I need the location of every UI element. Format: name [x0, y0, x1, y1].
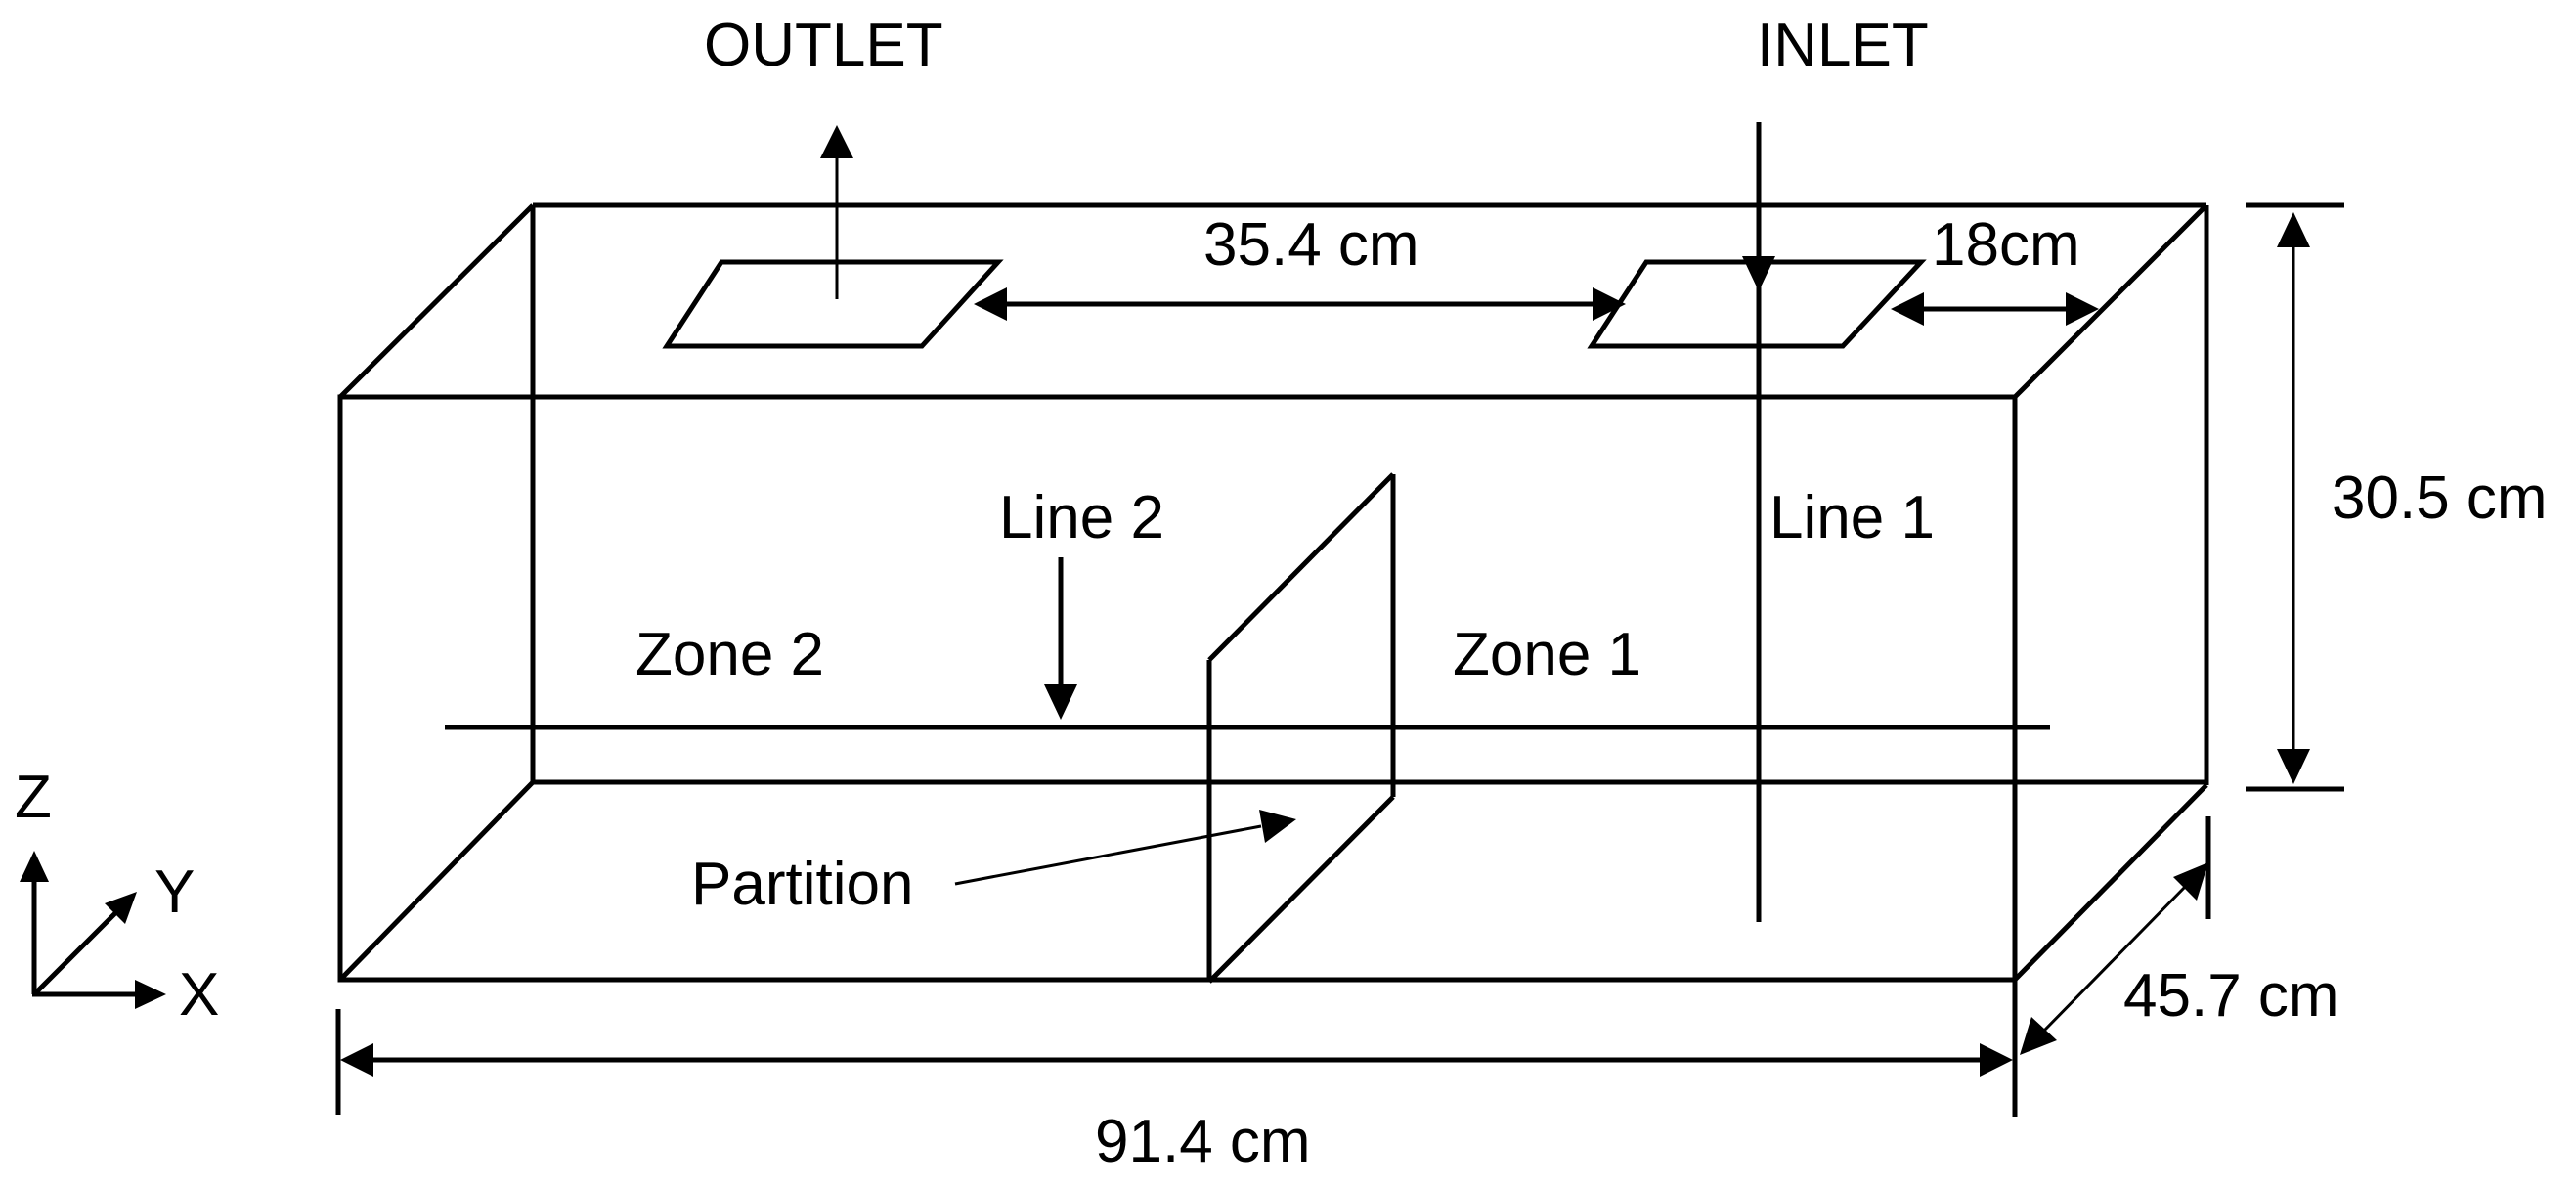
- tank-box: [337, 202, 2209, 983]
- partition: [1206, 472, 1396, 984]
- dimension-inlet-wall-label: 18cm: [1932, 211, 2080, 279]
- axis-z-label: Z: [15, 764, 52, 831]
- tank-edge-top-right: [2013, 203, 2208, 399]
- inlet-label: INLET: [1757, 12, 1929, 79]
- axis-y: [32, 911, 117, 996]
- outlet-opening: [662, 259, 1004, 349]
- zone2-label: Zone 2: [635, 621, 824, 688]
- dimension-inlet-outlet: [974, 287, 1626, 321]
- partition-arrow: [954, 810, 1296, 886]
- axis-x-label: X: [179, 961, 219, 1029]
- dimension-length-arrow-right: [1980, 1043, 2013, 1077]
- outlet-port: [662, 125, 1004, 349]
- inlet-opening: [1587, 259, 1927, 349]
- dimension-inlet-outlet-label: 35.4 cm: [1203, 211, 1419, 279]
- dimension-height: [2246, 202, 2344, 792]
- tank-edge-top-left: [338, 203, 535, 399]
- axis-y-label: Y: [154, 858, 195, 926]
- inlet-port: [1587, 122, 1927, 922]
- dimension-length-label: 91.4 cm: [1095, 1108, 1311, 1175]
- dimension-inlet-wall-arrow-right: [2066, 292, 2099, 326]
- axis-x-arrow: [135, 980, 166, 1009]
- line2-arrow: [1044, 557, 1077, 720]
- dimension-depth: [2012, 816, 2211, 1117]
- inlet-flow-arrow-head: [1742, 256, 1775, 291]
- dimension-inlet-wall: [1891, 292, 2099, 326]
- axis-z-arrow: [20, 851, 49, 882]
- dimension-inlet-outlet-arrow-right: [1593, 287, 1626, 321]
- zone1-label: Zone 1: [1453, 621, 1641, 688]
- dimension-height-label: 30.5 cm: [2332, 464, 2548, 532]
- coordinate-axes: [20, 851, 166, 1009]
- line2-label: Line 2: [999, 484, 1164, 551]
- axis-y-arrow: [105, 892, 137, 924]
- tank-front-face: [337, 394, 2018, 983]
- outlet-flow-arrow-head: [820, 125, 853, 158]
- dimension-inlet-wall-arrow-left: [1891, 292, 1924, 326]
- dimension-length-arrow-left: [340, 1043, 373, 1077]
- dimension-inlet-outlet-arrow-left: [974, 287, 1007, 321]
- line1-label: Line 1: [1769, 484, 1935, 551]
- dimension-depth-arrow-top: [2173, 862, 2208, 901]
- dimension-height-arrow-top: [2277, 212, 2310, 247]
- dimension-height-arrow-bottom: [2277, 749, 2310, 784]
- dimension-length: [335, 1009, 2013, 1115]
- dimension-depth-line: [2041, 883, 2189, 1033]
- outlet-label: OUTLET: [704, 12, 943, 79]
- dimension-depth-arrow-bottom: [2020, 1017, 2057, 1055]
- tank-edge-bottom-left: [338, 780, 535, 982]
- partition-label: Partition: [691, 851, 913, 918]
- dimension-depth-label: 45.7 cm: [2123, 962, 2339, 1030]
- tank-edge-bottom-right: [2013, 783, 2208, 982]
